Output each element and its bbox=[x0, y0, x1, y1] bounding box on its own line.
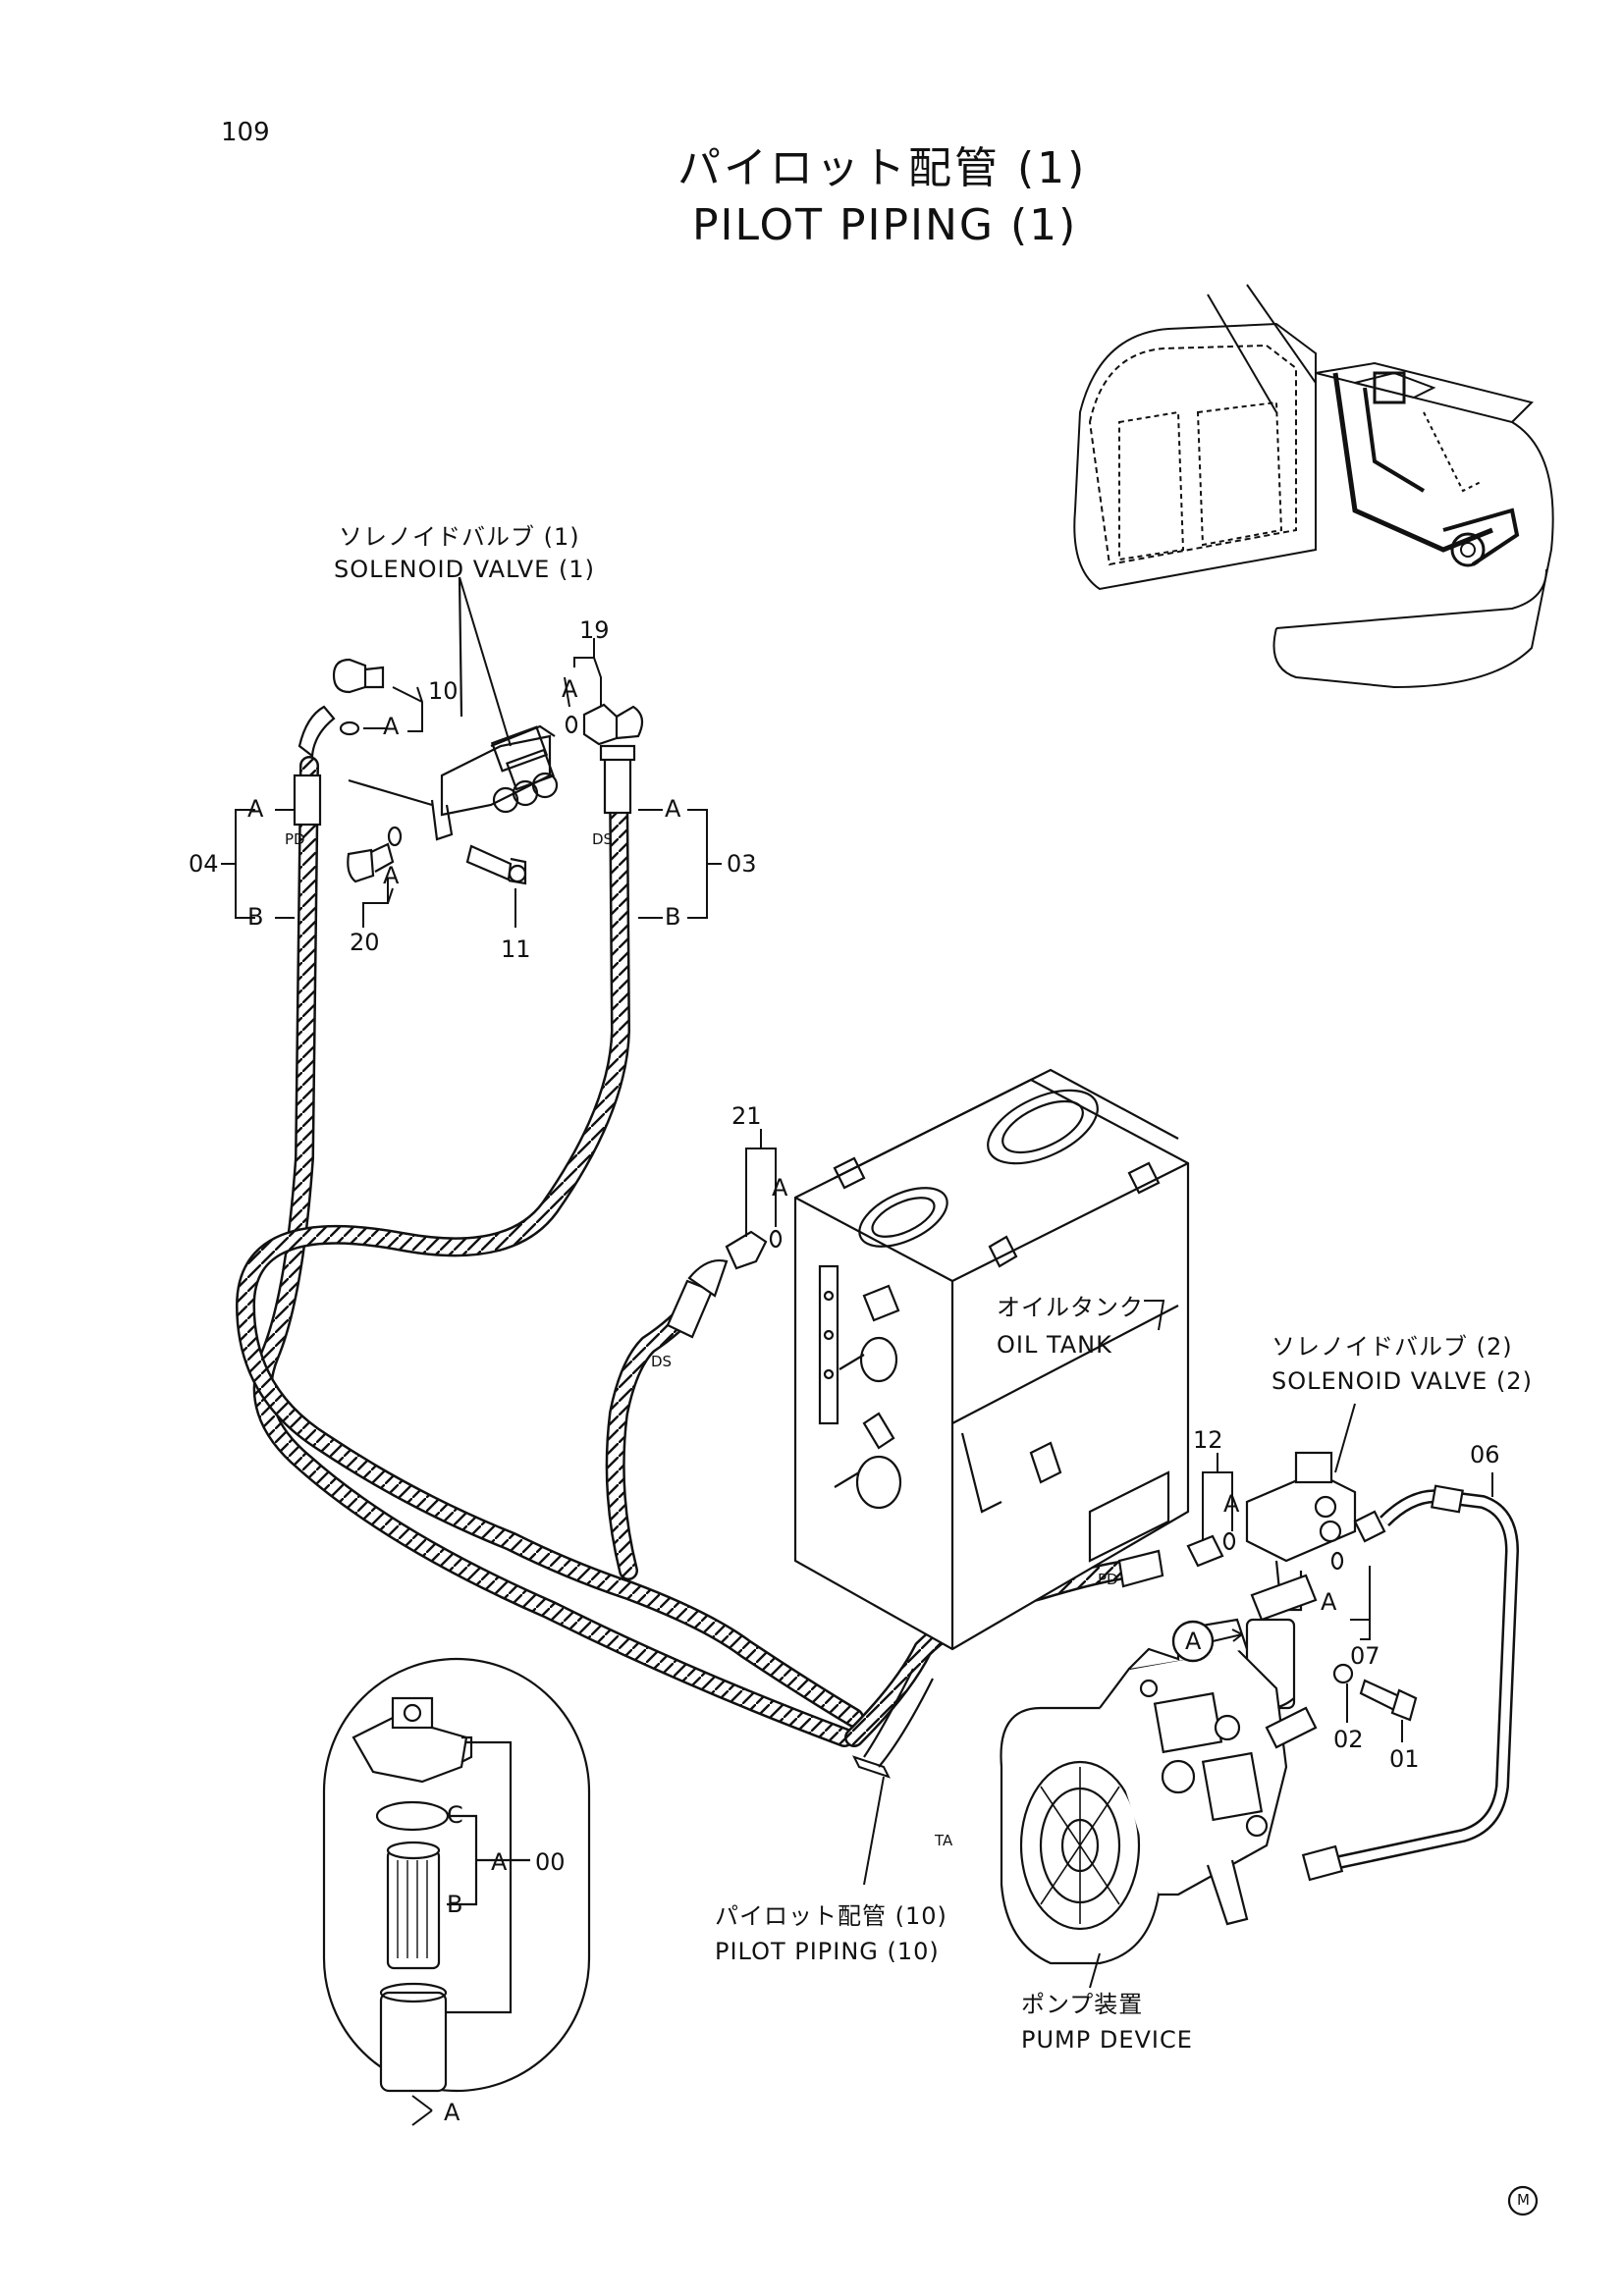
leader-lines bbox=[221, 576, 1493, 2126]
letter-a-detail: A bbox=[491, 1848, 508, 1876]
letter-b-04: B bbox=[247, 903, 264, 931]
solenoid-valve-2-label-en: SOLENOID VALVE (2) bbox=[1271, 1367, 1533, 1395]
letter-a-21: A bbox=[772, 1174, 788, 1201]
pump-device-label-ja: ポンプ装置 bbox=[1021, 1991, 1144, 2018]
pilot-piping-10-label-ja: パイロット配管 (10) bbox=[715, 1902, 947, 1930]
pump-device bbox=[1000, 1618, 1318, 1965]
title-english: PILOT PIPING (1) bbox=[692, 200, 1078, 250]
solenoid-valve-1-label-ja: ソレノイドバルブ (1) bbox=[339, 523, 580, 551]
callout-12: 12 bbox=[1193, 1426, 1223, 1454]
hose-mark-pd-tank: PD bbox=[1098, 1571, 1118, 1588]
callout-10: 10 bbox=[428, 677, 459, 705]
solenoid-valve-1-assembly bbox=[332, 576, 644, 885]
hose-mark-ta: TA bbox=[935, 1832, 953, 1849]
oil-tank bbox=[793, 1068, 1190, 1651]
callout-20: 20 bbox=[350, 929, 380, 956]
callout-21: 21 bbox=[731, 1102, 762, 1130]
letter-a-04: A bbox=[247, 795, 264, 823]
callout-07: 07 bbox=[1350, 1642, 1380, 1670]
letter-a-12: A bbox=[1223, 1490, 1240, 1518]
pump-device-label-en: PUMP DEVICE bbox=[1021, 2026, 1193, 2054]
callout-02: 02 bbox=[1333, 1726, 1364, 1753]
oil-tank-label-en: OIL TANK bbox=[997, 1331, 1112, 1359]
letter-a-19: A bbox=[562, 675, 578, 703]
detail-a-callout: A bbox=[1185, 1628, 1202, 1655]
letter-a-20: A bbox=[383, 862, 400, 889]
callout-00: 00 bbox=[535, 1848, 566, 1876]
hose-mark-pd-left: PD bbox=[285, 830, 305, 848]
letter-a-10: A bbox=[383, 713, 400, 740]
letter-c-detail: C bbox=[447, 1801, 463, 1829]
detail-a-callout-circle bbox=[1171, 1620, 1215, 1663]
callout-04: 04 bbox=[189, 850, 219, 878]
solenoid-valve-2-label-ja: ソレノイドバルブ (2) bbox=[1271, 1333, 1513, 1361]
footer-mark: M bbox=[1517, 2191, 1530, 2209]
hose-mark-ds-left: DS bbox=[592, 830, 614, 848]
letter-a-07: A bbox=[1321, 1588, 1337, 1616]
letter-b-03: B bbox=[665, 903, 681, 931]
hose-mark-ds-tank: DS bbox=[651, 1353, 673, 1370]
oil-tank-label-ja: オイルタンク bbox=[997, 1294, 1144, 1321]
detail-a-oval bbox=[322, 1657, 591, 2093]
excavator-overview bbox=[1073, 284, 1554, 689]
pilot-piping-10-label-en: PILOT PIPING (10) bbox=[715, 1938, 940, 1965]
solenoid-valve-2-assembly bbox=[1186, 1451, 1520, 1882]
callout-06: 06 bbox=[1470, 1441, 1500, 1468]
callout-19: 19 bbox=[579, 616, 610, 644]
page-number: 109 bbox=[221, 118, 270, 147]
letter-a-03: A bbox=[665, 795, 681, 823]
letter-b-detail: B bbox=[447, 1891, 463, 1918]
letter-a-detail-bottom: A bbox=[444, 2099, 460, 2126]
title-japanese: パイロット配管 (1) bbox=[677, 143, 1088, 193]
solenoid-valve-1-label-en: SOLENOID VALVE (1) bbox=[334, 556, 595, 583]
callout-11: 11 bbox=[501, 935, 531, 963]
callout-01: 01 bbox=[1389, 1745, 1420, 1773]
callout-03: 03 bbox=[727, 850, 757, 878]
hose-fittings bbox=[293, 705, 1164, 1588]
footer-mark-circle bbox=[1507, 2185, 1539, 2216]
